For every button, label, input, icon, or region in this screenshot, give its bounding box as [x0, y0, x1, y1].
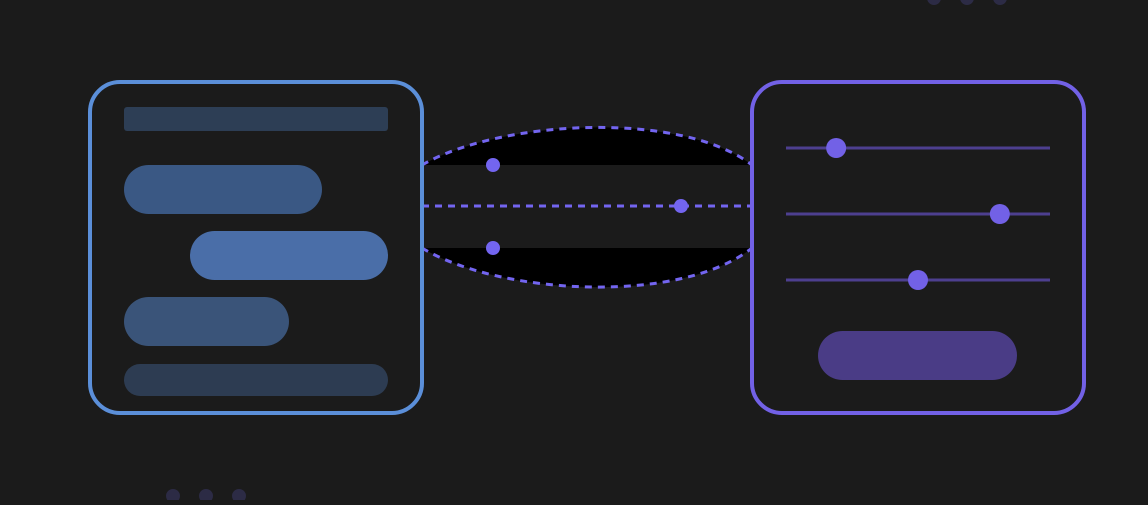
upper-arc-path: [421, 125, 753, 167]
decor-dot: [960, 0, 974, 5]
slider-1-handle[interactable]: [826, 138, 847, 158]
slider-group: [786, 138, 1050, 290]
slider-3-handle[interactable]: [908, 270, 928, 290]
decor-dot: [166, 489, 180, 503]
decor-dot: [199, 489, 213, 503]
chat-bubble-incoming[interactable]: [124, 297, 289, 346]
connector-lens-bottom: [422, 248, 752, 288]
connector-lens-top: [422, 127, 752, 165]
slider-2-handle[interactable]: [989, 204, 1010, 224]
connector-dot: [674, 199, 688, 213]
decor-dot: [927, 0, 941, 5]
bottom-dots: [166, 489, 246, 503]
decor-dot: [993, 0, 1007, 5]
connector: [421, 125, 753, 289]
chat-input-bar[interactable]: [124, 364, 388, 396]
control-panel-frame: [750, 80, 1086, 415]
decor-dot: [232, 489, 246, 503]
chat-bubble-outgoing[interactable]: [190, 231, 388, 280]
lower-arc-path: [421, 246, 753, 289]
connector-gap: [422, 165, 752, 248]
chat-bubble-incoming[interactable]: [124, 165, 322, 214]
control-panel: [750, 80, 1086, 415]
submit-button[interactable]: [818, 331, 1017, 380]
chat-panel: [88, 80, 424, 415]
connector-dot: [486, 241, 500, 255]
chat-header-bar: [124, 107, 388, 131]
top-dots: [927, 0, 1007, 5]
connector-dot: [486, 158, 500, 172]
